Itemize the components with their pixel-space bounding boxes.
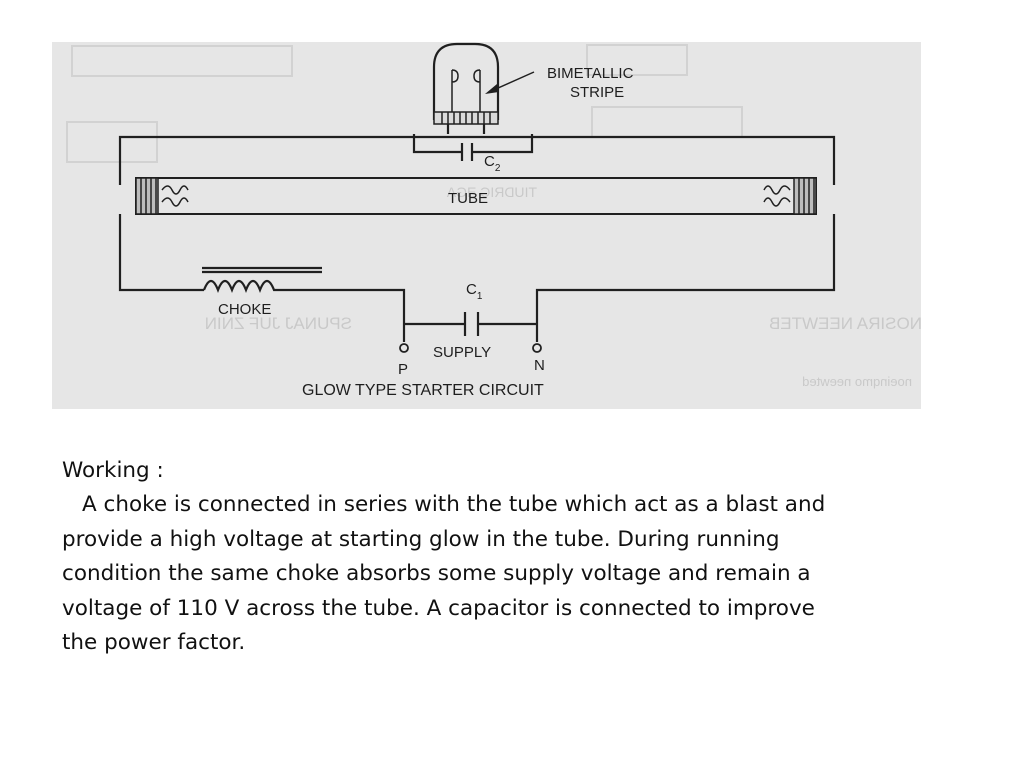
svg-text:SPUNAJ JUF ZNIN: SPUNAJ JUF ZNIN — [205, 314, 352, 333]
caption-line-4: voltage of 110 V across the tube. A capa… — [62, 595, 815, 621]
bimetallic-label-1: BIMETALLIC — [547, 65, 634, 82]
caption-line-1: A choke is connected in series with the … — [82, 492, 826, 518]
capacitor-c1 — [404, 312, 537, 336]
svg-text:TIUDRIC ƎGA: TIUDRIC ƎGA — [446, 184, 537, 200]
top-wire — [118, 135, 836, 185]
terminal-p — [399, 343, 409, 353]
bleed-through-text: SPUNAJ JUF ZNIN TIUDRIC ƎGA NOSIRA NEEWT… — [66, 44, 921, 389]
left-wire — [118, 214, 204, 292]
choke-label: CHOKE — [218, 301, 271, 318]
terminal-n — [532, 343, 542, 353]
circuit-svg: SPUNAJ JUF ZNIN TIUDRIC ƎGA NOSIRA NEEWT… — [66, 42, 921, 399]
svg-text:NOSIRA NEEWTEB: NOSIRA NEEWTEB — [769, 314, 921, 333]
c2-label: C2 — [484, 153, 501, 174]
diagram-title: GLOW TYPE STARTER CIRCUIT — [302, 382, 544, 399]
bimetallic-stripe-pointer — [485, 71, 535, 94]
choke-inductor — [202, 266, 322, 294]
bimetallic-label-2: STRIPE — [570, 84, 624, 101]
svg-text:noeinqmo neewted: noeinqmo neewted — [802, 374, 912, 389]
caption-line-5: the power factor. — [62, 630, 246, 656]
starter-bulb — [432, 42, 500, 134]
right-wire — [535, 214, 836, 342]
caption-line-2: provide a high voltage at starting glow … — [62, 526, 780, 552]
caption-line-3: condition the same choke absorbs some su… — [62, 561, 811, 587]
c1-label: C1 — [466, 281, 483, 302]
tube-label: TUBE — [448, 190, 488, 207]
fluorescent-tube — [135, 177, 817, 215]
p-label: P — [398, 361, 408, 378]
capacitor-c2 — [412, 134, 534, 161]
circuit-diagram: SPUNAJ JUF ZNIN TIUDRIC ƎGA NOSIRA NEEWT… — [52, 42, 921, 409]
n-label: N — [534, 357, 545, 374]
working-description: Working : A choke is connected in series… — [62, 454, 962, 660]
working-heading: Working : — [62, 458, 164, 483]
supply-label: SUPPLY — [433, 344, 491, 361]
